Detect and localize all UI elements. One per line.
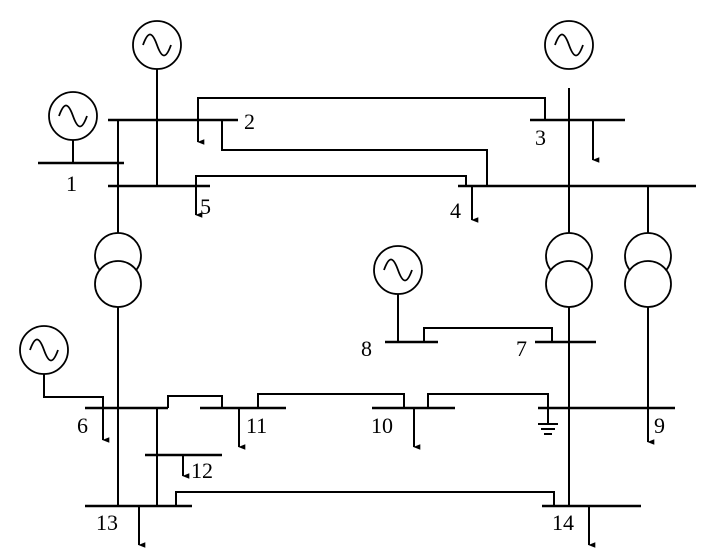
bus-label-14: 14 bbox=[552, 510, 574, 535]
bus-label-4: 4 bbox=[450, 198, 461, 223]
bus-label-10: 10 bbox=[371, 413, 393, 438]
generator-bus8 bbox=[373, 245, 423, 342]
branch-5-4 bbox=[195, 175, 467, 186]
bus-label-2: 2 bbox=[244, 109, 255, 134]
generator-bus2 bbox=[132, 20, 182, 186]
branch-2-3 bbox=[197, 97, 546, 120]
bus-label-8: 8 bbox=[361, 336, 372, 361]
generator-bus6 bbox=[19, 325, 104, 408]
bus-label-6: 6 bbox=[77, 413, 88, 438]
shunt-ground-bus9 bbox=[538, 408, 558, 435]
generator-bus3 bbox=[544, 20, 594, 70]
bus-label-3: 3 bbox=[535, 125, 546, 150]
bus-label-1: 1 bbox=[66, 171, 77, 196]
branch-9-10 bbox=[427, 393, 549, 408]
generator-bus1 bbox=[48, 91, 98, 163]
transformer-4-9 bbox=[624, 232, 672, 308]
branch-7-8 bbox=[423, 327, 553, 342]
bus-label-9: 9 bbox=[654, 413, 665, 438]
transformer-5-6 bbox=[94, 232, 142, 308]
bus-label-11: 11 bbox=[246, 413, 267, 438]
branch-13-14 bbox=[175, 491, 555, 506]
bus-label-5: 5 bbox=[200, 194, 211, 219]
bus-label-13: 13 bbox=[96, 510, 118, 535]
transformer-4-7 bbox=[545, 232, 593, 308]
branch-10-11 bbox=[257, 393, 405, 408]
branch-6-11 bbox=[167, 395, 223, 408]
bus-label-7: 7 bbox=[516, 336, 527, 361]
bus-label-12: 12 bbox=[191, 458, 213, 483]
branch-2-4 bbox=[221, 120, 488, 186]
